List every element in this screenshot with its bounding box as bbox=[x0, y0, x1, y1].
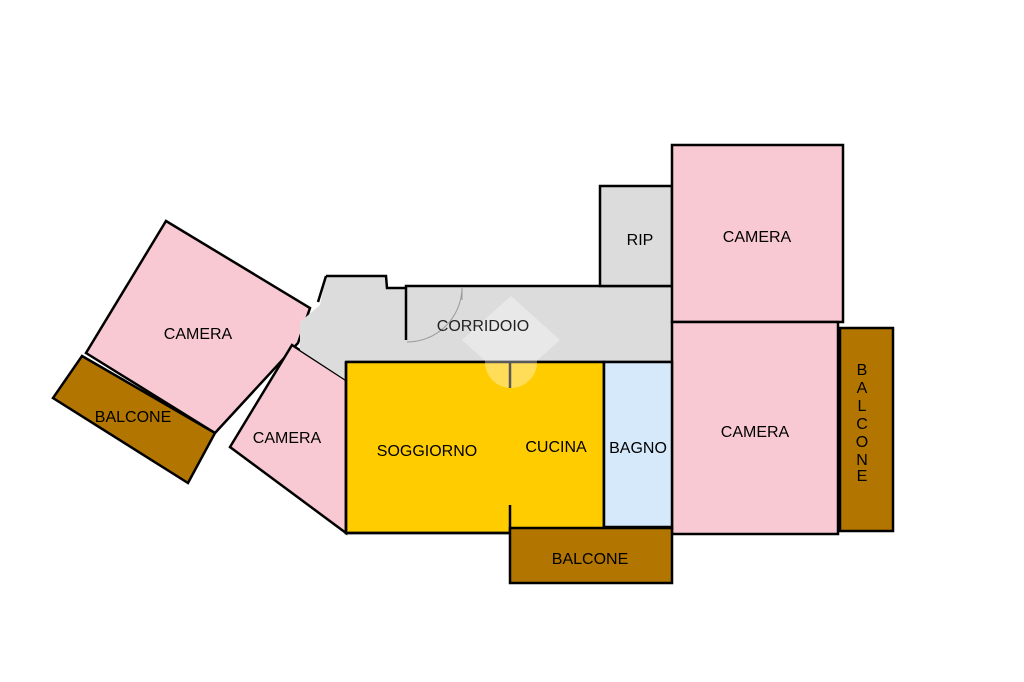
svg-text:C: C bbox=[856, 416, 868, 433]
room-bagno bbox=[602, 360, 674, 529]
label-rip: RIP bbox=[627, 232, 654, 249]
room-corridoio bbox=[300, 276, 673, 380]
label-cucina: CUCINA bbox=[525, 439, 587, 456]
svg-text:B: B bbox=[857, 362, 868, 379]
label-balcone-bottom: BALCONE bbox=[552, 551, 628, 568]
room-camera-top-right bbox=[670, 143, 845, 324]
room-balcone-left bbox=[51, 354, 217, 485]
svg-text:N: N bbox=[856, 452, 868, 469]
svg-text:A: A bbox=[857, 380, 868, 397]
label-corridoio: CORRIDOIO bbox=[437, 318, 529, 335]
room-rip bbox=[598, 184, 674, 288]
room-balcone-right bbox=[838, 326, 895, 533]
label-camera-left: CAMERA bbox=[164, 326, 233, 343]
label-balcone-right: B A L C O N E bbox=[856, 362, 868, 485]
room-soggiorno bbox=[346, 362, 604, 533]
label-soggiorno: SOGGIORNO bbox=[377, 443, 477, 460]
label-camera-top-right: CAMERA bbox=[723, 229, 792, 246]
watermark-logo bbox=[462, 296, 560, 388]
room-balcone-bottom bbox=[508, 526, 674, 585]
corridoio-walls bbox=[316, 274, 673, 364]
svg-text:O: O bbox=[856, 434, 868, 451]
label-balcone-left: BALCONE bbox=[95, 409, 171, 426]
room-camera-left bbox=[84, 219, 312, 435]
svg-text:L: L bbox=[858, 398, 867, 415]
label-camera-small: CAMERA bbox=[253, 430, 322, 447]
label-bagno: BAGNO bbox=[609, 440, 667, 457]
label-camera-mid-right: CAMERA bbox=[721, 424, 790, 441]
door-arc bbox=[406, 287, 463, 343]
svg-text:E: E bbox=[857, 468, 868, 485]
